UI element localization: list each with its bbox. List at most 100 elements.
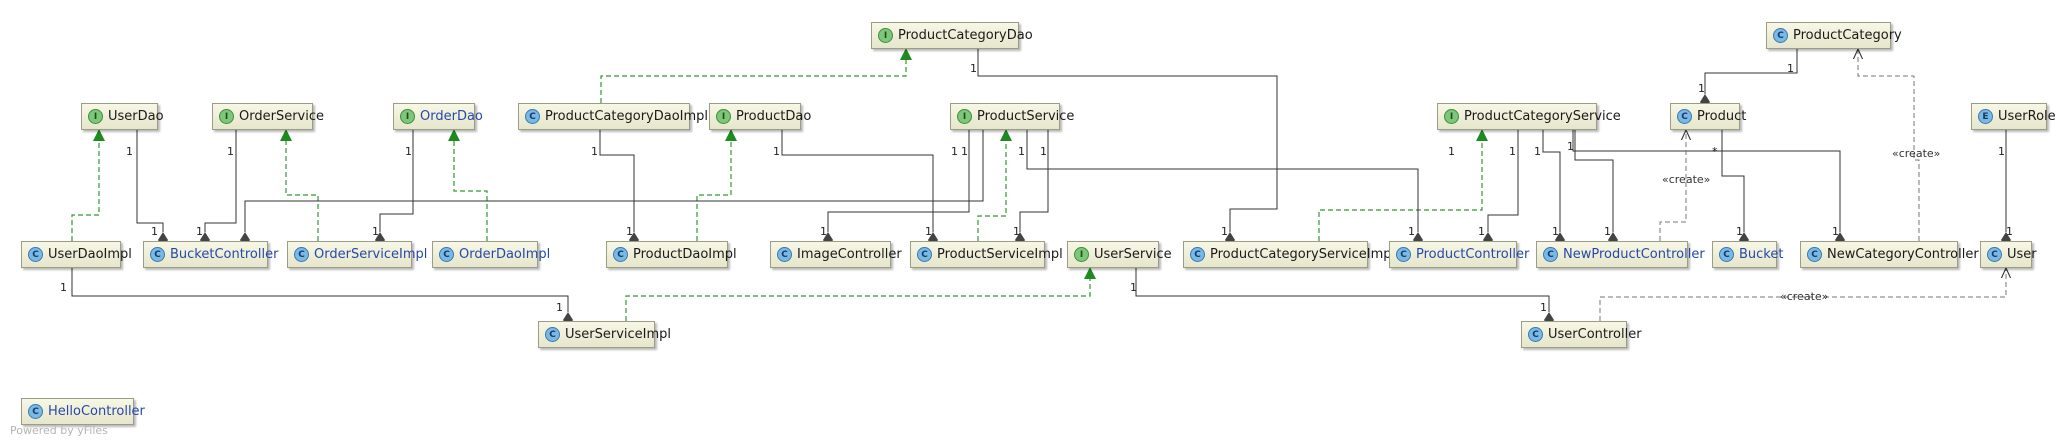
aggregation-edge — [1543, 130, 1560, 232]
class-icon: C — [525, 109, 540, 124]
node-bucket-controller[interactable]: C BucketController — [143, 241, 278, 268]
multiplicity-label: 1 — [2006, 225, 2013, 238]
multiplicity-label: 1 — [1567, 140, 1574, 153]
interface-icon: I — [88, 109, 103, 124]
create-stereotype-label: «create» — [1892, 147, 1941, 160]
class-icon: C — [1773, 28, 1788, 43]
class-icon: C — [1807, 247, 1822, 262]
node-label: ProductCategoryService — [1464, 109, 1621, 124]
aggregation-edge — [1705, 49, 1797, 94]
multiplicity-label: 1 — [1998, 145, 2005, 158]
node-user-dao[interactable]: I UserDao — [81, 103, 164, 130]
multiplicity-label: 1 — [1478, 225, 1485, 238]
class-icon: C — [777, 247, 792, 262]
multiplicity-label: 1 — [1604, 225, 1611, 238]
class-icon: C — [1190, 247, 1205, 262]
node-hello-controller[interactable]: C HelloController — [21, 398, 145, 425]
node-label: ProductDaoImpl — [633, 247, 737, 262]
node-label: UserDao — [108, 109, 164, 124]
class-icon: C — [1719, 247, 1734, 262]
multiplicity-label: 1 — [1509, 145, 1516, 158]
realization-edge — [71, 129, 105, 241]
multiplicity-label: 1 — [1018, 145, 1025, 158]
node-label: ProductCategoryDaoImpl — [545, 109, 709, 124]
create-stereotype-label: «create» — [1780, 290, 1829, 303]
node-product-dao-impl[interactable]: C ProductDaoImpl — [606, 241, 737, 268]
node-label: OrderServiceImpl — [314, 247, 428, 262]
node-product-dao[interactable]: I ProductDao — [709, 103, 811, 130]
class-icon: C — [294, 247, 309, 262]
yfiles-watermark: Powered by yFiles — [10, 424, 108, 437]
dependency-edge — [1599, 268, 2006, 321]
multiplicity-label: 1 — [961, 145, 968, 158]
node-label: BucketController — [170, 247, 279, 262]
interface-icon: I — [957, 109, 972, 124]
class-icon: C — [613, 247, 628, 262]
aggregation-edge — [1575, 130, 1613, 232]
aggregation-edge — [380, 130, 413, 232]
node-label: ProductDao — [736, 109, 812, 124]
multiplicity-label: 1 — [1013, 225, 1020, 238]
multiplicity-label: 1 — [151, 225, 158, 238]
node-label: ProductServiceImpl — [937, 247, 1063, 262]
node-label: OrderService — [239, 109, 324, 124]
node-label: NewProductController — [1563, 247, 1705, 262]
node-user-controller[interactable]: C UserController — [1521, 321, 1642, 348]
multiplicity-label: 1 — [1698, 82, 1705, 95]
multiplicity-label: 1 — [1787, 62, 1794, 75]
multiplicity-label: 1 — [820, 225, 827, 238]
aggregation-edge — [1722, 130, 1744, 232]
node-label: UserRole — [1998, 109, 2056, 124]
multiplicity-label: 1 — [626, 225, 633, 238]
realization-edge — [977, 129, 1012, 241]
realization-edge — [696, 129, 737, 241]
node-label: OrderDaoImpl — [459, 247, 551, 262]
edges-layer — [72, 49, 2006, 321]
realization-edge — [1318, 129, 1488, 241]
multiplicity-label: 1 — [1832, 225, 1839, 238]
multiplicity-label: 1 — [1040, 145, 1047, 158]
node-label: ImageController — [797, 247, 902, 262]
node-image-controller[interactable]: C ImageController — [770, 241, 902, 268]
class-icon: C — [1528, 327, 1543, 342]
multiplicity-label: 1 — [372, 225, 379, 238]
node-product-category-dao-impl[interactable]: C ProductCategoryDaoImpl — [518, 103, 708, 130]
node-bucket[interactable]: C Bucket — [1712, 241, 1783, 268]
multiplicity-label: 1 — [1130, 281, 1137, 294]
class-icon: C — [28, 404, 43, 419]
aggregation-edge — [1027, 130, 1418, 232]
interface-icon: I — [716, 109, 731, 124]
interface-icon: I — [400, 109, 415, 124]
node-order-service-impl[interactable]: C OrderServiceImpl — [287, 241, 427, 268]
class-icon: C — [545, 327, 560, 342]
class-icon: C — [1396, 247, 1411, 262]
node-label: UserController — [1548, 327, 1642, 342]
aggregation-edge — [978, 49, 1278, 232]
multiplicity-label: 1 — [405, 145, 412, 158]
aggregation-edge — [1488, 130, 1518, 232]
node-label: HelloController — [48, 404, 145, 419]
realization-edge — [600, 48, 912, 103]
node-label: Bucket — [1739, 247, 1784, 262]
aggregation-edge — [205, 130, 236, 232]
class-icon: C — [150, 247, 165, 262]
multiplicity-label: 1 — [556, 301, 563, 314]
